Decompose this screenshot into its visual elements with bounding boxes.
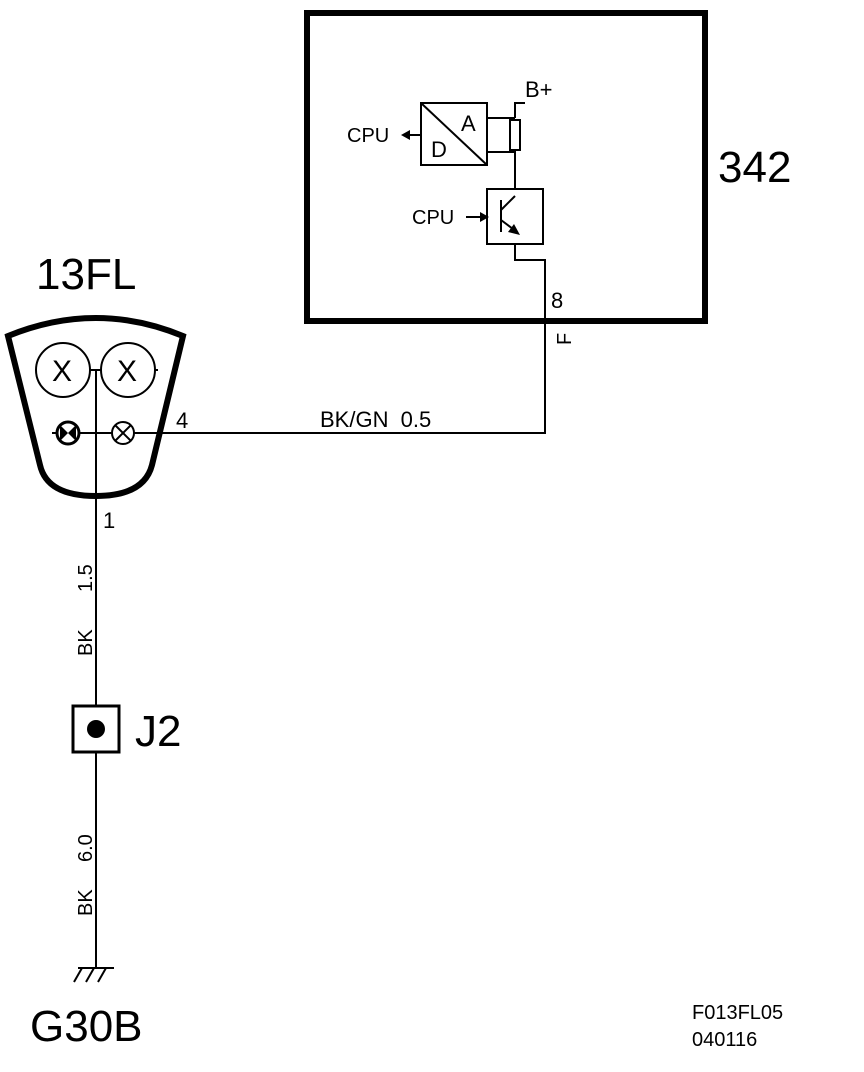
transistor-collector [500,195,516,211]
cavity-x-left-mark: X [52,355,72,388]
module-342-box [304,10,708,324]
signal-wire-label: BK/GN 0.5 [320,407,431,432]
driver-output-line [514,244,546,321]
connector-13fl-body [4,315,187,500]
footer-code: F013FL05 [692,1002,783,1024]
splice-id: J2 [135,707,181,756]
ground-symbol-hatch-2 [85,967,95,983]
supply-label: B+ [525,77,553,102]
adc-label-d: D [431,137,447,162]
adc-cpu-label: CPU [347,125,389,147]
module-pin: 8 [551,288,563,313]
arrow-left-icon [401,130,410,140]
cavity-x-left [35,342,91,398]
connector-id: 13FL [36,250,136,299]
driver-cpu-label: CPU [412,207,454,229]
emitter-arrow-icon [508,224,520,235]
cavity-pin-ground-fill [60,425,76,441]
resistor [509,119,521,151]
signal-wire [145,321,546,434]
ground-lower-size: 6.0 [75,834,97,862]
adc-diagonal [420,102,488,166]
ground-lower-color: BK [75,889,97,916]
ground-upper-color: BK [75,629,97,656]
arrow-right-icon [480,212,489,222]
ground-symbol-hatch-1 [73,967,83,983]
module-pin-side: F [554,333,576,345]
cavity-x-right-mark: X [117,355,137,388]
ground-symbol-hatch-3 [97,967,107,983]
connector-pin-ground: 1 [103,508,115,533]
connector-pin-signal: 4 [176,408,188,433]
cavity-x-right [100,342,156,398]
ground-id: G30B [30,1002,143,1051]
supply-line [514,102,525,118]
adc-label-a: A [461,111,476,136]
module-id: 342 [718,143,791,192]
splice-j2-dot [87,720,105,738]
ground-upper-size: 1.5 [75,564,97,592]
footer-date: 040116 [692,1029,757,1051]
cavity-pin-signal-x2 [114,424,132,442]
